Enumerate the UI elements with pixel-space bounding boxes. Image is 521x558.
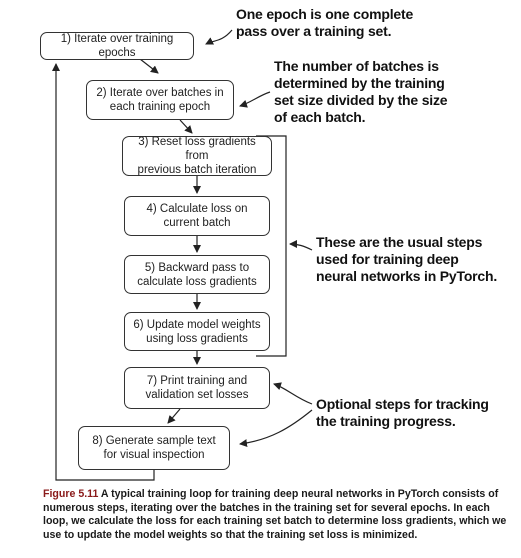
- step-4-label-line1: 4) Calculate loss on: [146, 203, 248, 215]
- pointer-optional-7: [273, 382, 313, 405]
- step-8-box: 8) Generate sample text for visual inspe…: [78, 426, 230, 470]
- step-7-box: 7) Print training and validation set los…: [124, 367, 270, 409]
- step-2-box: 2) Iterate over batches in each training…: [86, 80, 234, 120]
- step-6-label-line2: using loss gradients: [146, 332, 248, 345]
- figure-caption-text: A typical training loop for training dee…: [43, 488, 507, 541]
- annotation-epoch: One epoch is one complete pass over a tr…: [236, 6, 414, 39]
- pointer-epoch: [205, 29, 233, 45]
- step-6-box: 6) Update model weights using loss gradi…: [124, 312, 270, 351]
- step-7-label-line1: 7) Print training and: [146, 375, 248, 387]
- step-1-box: 1) Iterate over training epochs: [40, 32, 194, 60]
- pointer-optional-8: [239, 409, 313, 448]
- arrow-1-to-2: [139, 58, 159, 74]
- pointer-batches: [239, 91, 271, 108]
- loop-back-arrow: [52, 63, 155, 481]
- arrow-7-to-8: [167, 408, 181, 424]
- step-3-label-line1: 3) Reset loss gradients from: [138, 136, 256, 162]
- step-5-label-line1: 5) Backward pass to: [144, 261, 250, 274]
- step-3-box: 3) Reset loss gradients from previous ba…: [122, 136, 272, 176]
- step-2-label-line2: each training epoch: [109, 101, 211, 113]
- step-5-label-line2: calculate loss gradients: [137, 275, 257, 288]
- annotation-batches: The number of batches is determined by t…: [274, 58, 448, 125]
- step-3-label-line2: previous batch iteration: [137, 164, 257, 176]
- figure-label: Figure 5.11: [43, 488, 99, 500]
- step-5-box: 5) Backward pass to calculate loss gradi…: [124, 255, 270, 294]
- step-8-label-line2: for visual inspection: [103, 449, 205, 461]
- annotation-optional: Optional steps for tracking the training…: [316, 396, 489, 429]
- step-8-label-line1: 8) Generate sample text: [92, 435, 216, 447]
- steps-bracket: [256, 135, 287, 357]
- arrow-2-to-3: [179, 119, 193, 134]
- figure-caption: Figure 5.11 A typical training loop for …: [43, 488, 513, 542]
- pointer-usual-steps: [289, 240, 313, 251]
- step-7-label-line2: validation set losses: [145, 389, 249, 401]
- step-6-label-line1: 6) Update model weights: [133, 318, 261, 331]
- step-2-label-line1: 2) Iterate over batches in: [96, 87, 224, 99]
- annotation-usual-steps: These are the usual steps used for train…: [316, 234, 498, 284]
- step-1-label: 1) Iterate over training epochs: [60, 33, 174, 59]
- step-4-box: 4) Calculate loss on current batch: [124, 196, 270, 236]
- step-4-label-line2: current batch: [163, 217, 231, 229]
